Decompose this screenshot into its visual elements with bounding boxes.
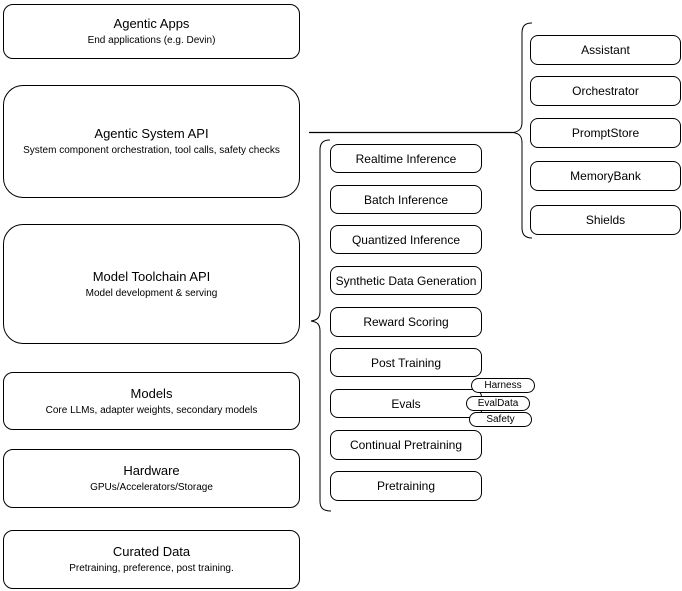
node-promptstore: PromptStore [530,118,681,148]
node-title: Model Toolchain API [92,268,211,284]
node-models: Models Core LLMs, adapter weights, secon… [3,372,300,430]
node-title: Agentic Apps [113,16,190,31]
node-synthetic-data-generation: Synthetic Data Generation [330,266,482,295]
tag-label: Harness [484,379,522,391]
node-continual-pretraining: Continual Pretraining [330,430,482,460]
node-label: Assistant [581,43,630,57]
node-label: Evals [391,396,421,411]
node-subtitle: Model development & serving [85,287,218,299]
node-label: Orchestrator [572,84,639,98]
node-orchestrator: Orchestrator [530,76,681,106]
node-label: Synthetic Data Generation [335,273,477,288]
node-label: PromptStore [571,126,640,140]
node-label: Pretraining [376,479,436,493]
node-label: Quantized Inference [351,232,461,247]
tag-harness: Harness [471,378,535,393]
tag-safety: Safety [469,412,532,427]
node-evals: Evals [330,389,482,418]
node-model-toolchain-api: Model Toolchain API Model development & … [3,224,300,344]
node-shields: Shields [530,205,681,235]
node-subtitle: GPUs/Accelerators/Storage [90,482,213,493]
node-title: Models [130,385,173,401]
node-memorybank: MemoryBank [530,161,681,191]
tag-label: EvalData [477,397,519,409]
node-quantized-inference: Quantized Inference [330,225,482,254]
node-title: Agentic System API [94,126,209,141]
node-label: Batch Inference [363,192,449,207]
node-hardware: Hardware GPUs/Accelerators/Storage [3,449,300,508]
node-agentic-apps: Agentic Apps End applications (e.g. Devi… [3,4,300,59]
node-label: Continual Pretraining [349,438,463,452]
tag-label: Safety [486,413,515,425]
node-pretraining: Pretraining [330,471,482,501]
node-label: Post Training [370,355,442,370]
node-batch-inference: Batch Inference [330,185,482,214]
tag-evaldata: EvalData [466,396,530,411]
node-subtitle: End applications (e.g. Devin) [87,35,216,46]
node-reward-scoring: Reward Scoring [330,307,482,337]
node-label: Shields [585,213,626,227]
node-title: Curated Data [112,544,191,559]
node-post-training: Post Training [330,348,482,377]
node-label: Realtime Inference [355,151,457,166]
node-subtitle: Core LLMs, adapter weights, secondary mo… [45,404,258,416]
node-curated-data: Curated Data Pretraining, preference, po… [3,530,300,589]
node-label: MemoryBank [570,169,641,183]
node-realtime-inference: Realtime Inference [330,144,482,173]
node-agentic-system-api: Agentic System API System component orch… [3,85,300,198]
node-assistant: Assistant [530,35,681,65]
node-subtitle: Pretraining, preference, post training. [69,563,234,574]
toolchain-brace [310,139,332,512]
node-label: Reward Scoring [363,315,449,329]
node-title: Hardware [123,463,180,478]
node-subtitle: System component orchestration, tool cal… [23,145,280,156]
